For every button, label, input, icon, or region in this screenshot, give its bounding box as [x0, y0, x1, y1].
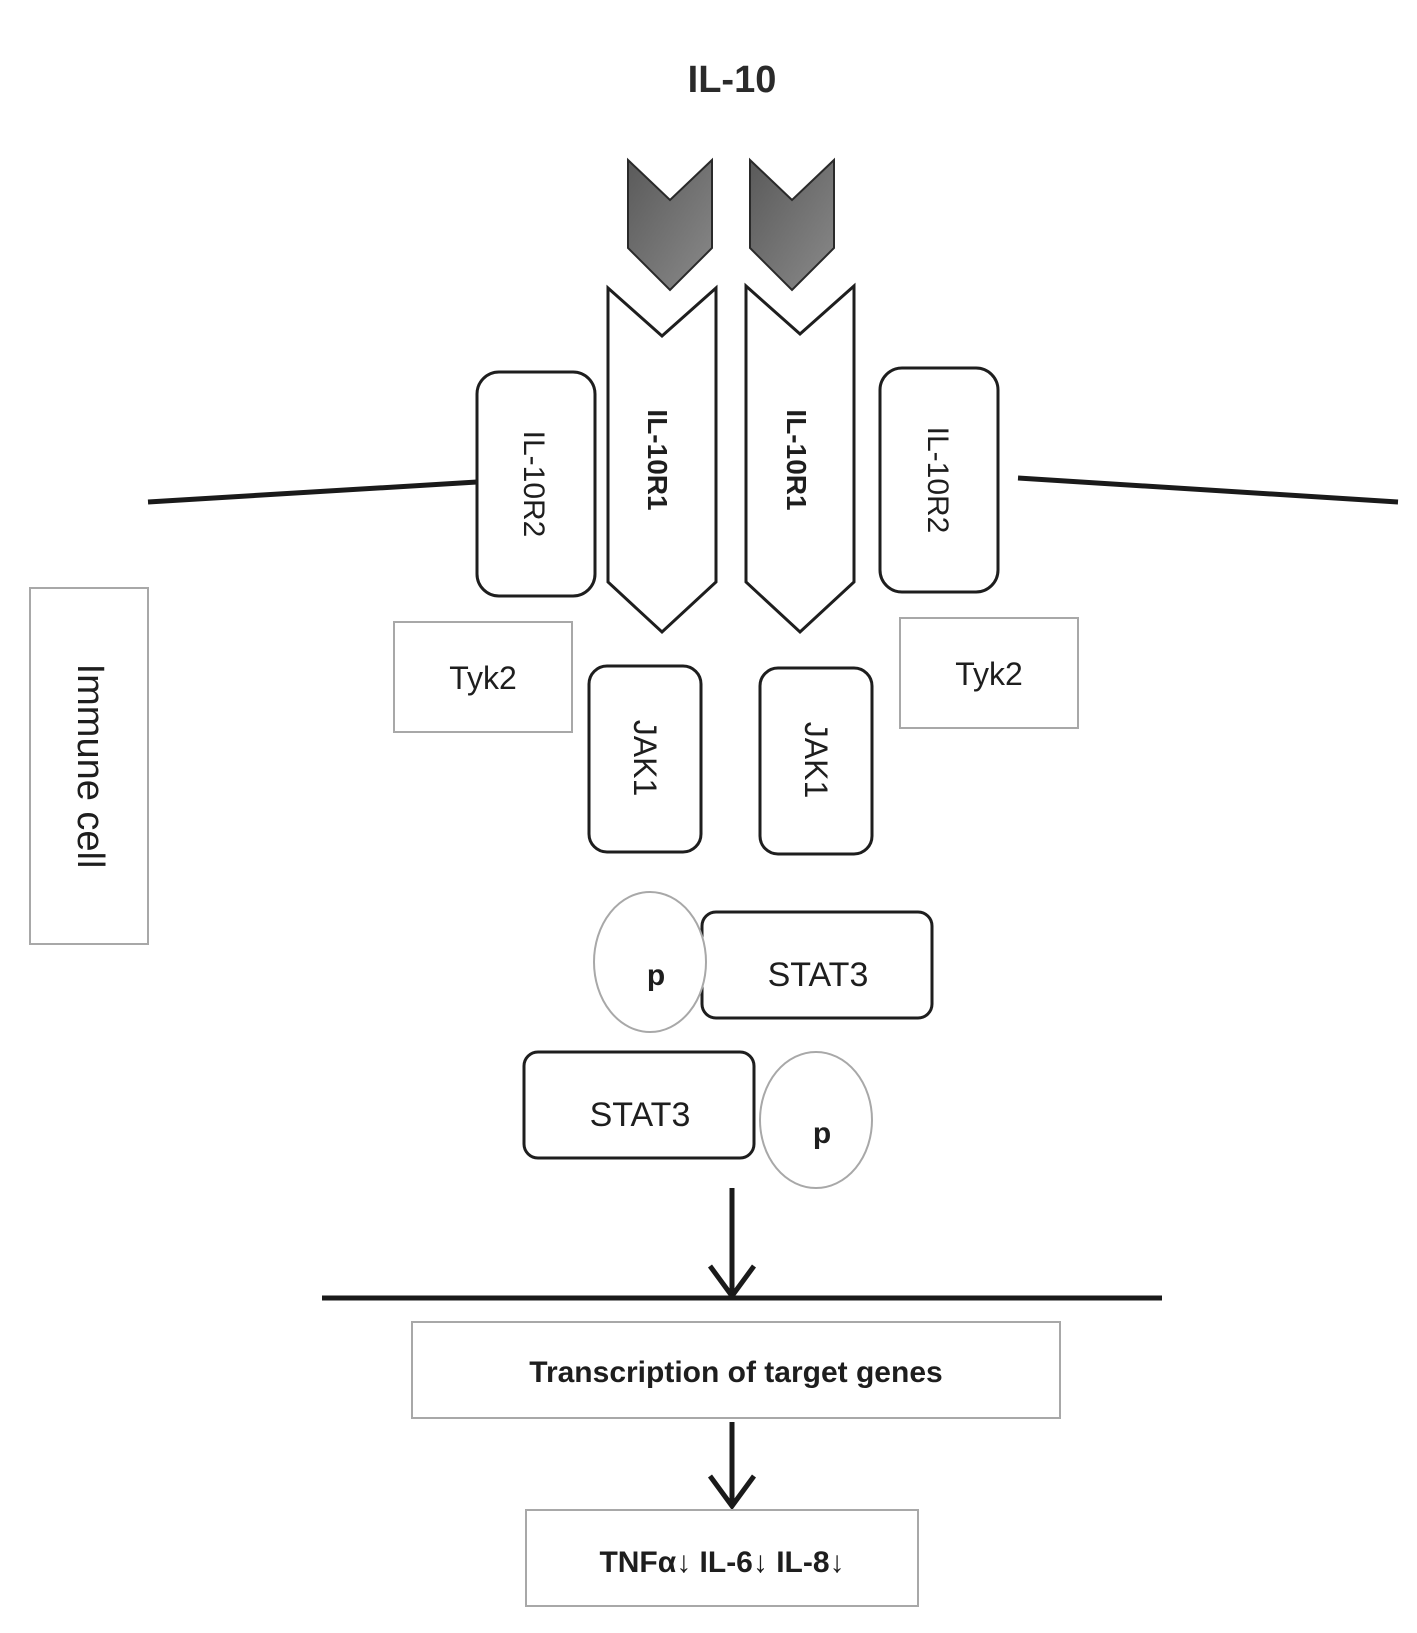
arrow-to-outcome — [707, 1422, 757, 1511]
outcome-label: TNFα↓ IL-6↓ IL-8↓ — [599, 1546, 844, 1579]
phosphate-label-upper: p — [647, 959, 665, 992]
phosphate-lower — [759, 1051, 873, 1189]
il10r2-label-left: IL-10R2 — [517, 431, 550, 538]
outcome-box — [525, 1509, 919, 1607]
stat3-box-lower — [522, 1050, 756, 1160]
il10r2-receptor-left — [475, 370, 597, 598]
arrow-to-nucleus — [707, 1188, 757, 1301]
stat3-label-upper: STAT3 — [768, 956, 869, 994]
il10-ligand-left — [627, 157, 713, 292]
transcription-label: Transcription of target genes — [529, 1356, 942, 1389]
il10r1-receptor-right — [744, 282, 856, 635]
il10-ligand-right — [749, 157, 835, 292]
phosphate-upper — [593, 891, 707, 1033]
immune-cell-box — [29, 587, 149, 945]
immune-cell-label: Immune cell — [69, 664, 111, 869]
jak1-box-left — [587, 664, 703, 854]
tyk2-box-right — [899, 617, 1079, 729]
cell-membrane-right — [1017, 475, 1399, 505]
tyk2-label-right: Tyk2 — [955, 656, 1023, 692]
il10r1-receptor-left — [606, 284, 718, 635]
tyk2-box-left — [393, 621, 573, 733]
tyk2-label-left: Tyk2 — [449, 660, 517, 696]
il10r1-label-right: IL-10R1 — [781, 409, 812, 510]
phosphate-label-lower: p — [813, 1117, 831, 1150]
jak1-label-right: JAK1 — [798, 722, 834, 798]
cell-membrane-left — [147, 479, 478, 505]
stat3-label-lower: STAT3 — [590, 1096, 691, 1134]
il10r2-receptor-right — [878, 366, 1000, 594]
jak1-label-left: JAK1 — [627, 720, 663, 796]
jak1-box-right — [758, 666, 874, 856]
il10r2-label-right: IL-10R2 — [921, 427, 954, 534]
transcription-box — [411, 1321, 1061, 1419]
il10r1-label-left: IL-10R1 — [642, 409, 673, 510]
ligand-title: IL-10 — [688, 59, 777, 101]
